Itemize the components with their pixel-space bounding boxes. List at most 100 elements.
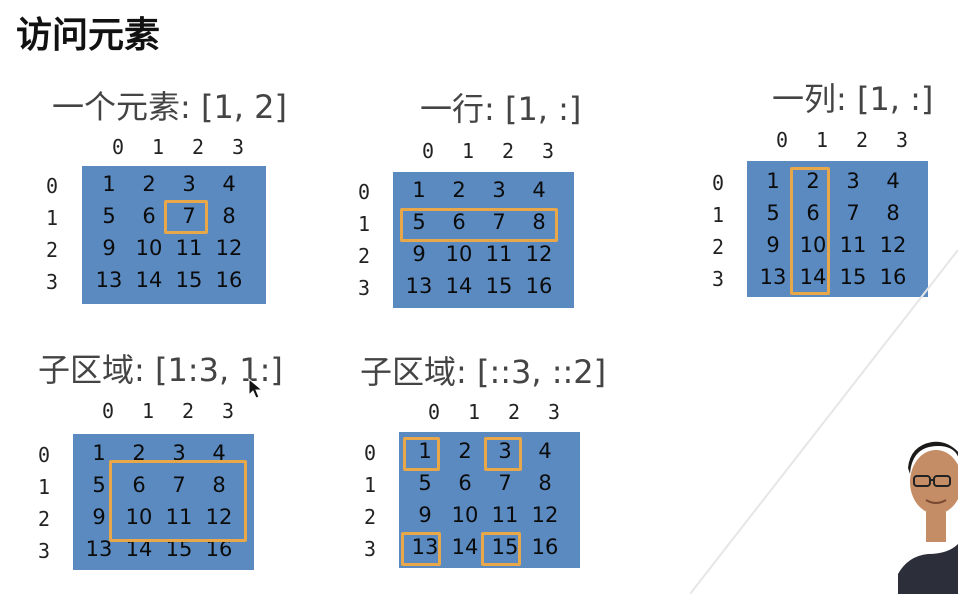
matrix-cell: 2 bbox=[458, 439, 472, 463]
matrix-cell: 2 bbox=[142, 172, 156, 196]
column-index-label: 0 bbox=[101, 399, 115, 423]
column-index-label: 0 bbox=[427, 400, 441, 424]
matrix-cell: 1 bbox=[102, 172, 116, 196]
matrix-cell: 5 bbox=[766, 201, 780, 225]
column-index-label: 1 bbox=[461, 139, 475, 163]
panel-title: 子区域: [1:3, 1:] bbox=[38, 351, 283, 389]
matrix-cell: 2 bbox=[452, 178, 466, 202]
column-index-label: 1 bbox=[141, 399, 155, 423]
matrix-cell: 7 bbox=[172, 473, 186, 497]
matrix-cell: 13 bbox=[95, 268, 123, 292]
matrix-cell: 3 bbox=[182, 172, 196, 196]
column-index-label: 2 bbox=[181, 399, 195, 423]
column-index-label: 3 bbox=[547, 400, 561, 424]
matrix-cell: 11 bbox=[491, 503, 519, 527]
matrix-cell: 3 bbox=[492, 178, 506, 202]
matrix-cell: 12 bbox=[879, 233, 907, 257]
selection-highlight bbox=[403, 437, 440, 471]
selection-highlight bbox=[790, 167, 830, 295]
matrix-cell: 6 bbox=[452, 210, 466, 234]
column-index-label: 1 bbox=[467, 400, 481, 424]
row-index-label: 3 bbox=[357, 276, 371, 300]
column-index-label: 2 bbox=[501, 139, 515, 163]
row-index-label: 0 bbox=[363, 441, 377, 465]
matrix-cell: 1 bbox=[412, 178, 426, 202]
panel-title: 一列: [1, :] bbox=[772, 80, 934, 118]
matrix-cell: 10 bbox=[799, 233, 827, 257]
matrix-cell: 16 bbox=[531, 535, 559, 559]
row-index-label: 3 bbox=[711, 267, 725, 291]
decorative-line bbox=[690, 250, 958, 594]
column-index-label: 2 bbox=[191, 135, 205, 159]
matrix-cell: 5 bbox=[92, 473, 106, 497]
matrix-cell: 6 bbox=[806, 201, 820, 225]
column-index-label: 3 bbox=[541, 139, 555, 163]
presenter-video-thumbnail bbox=[898, 424, 958, 594]
matrix-cell: 15 bbox=[485, 274, 513, 298]
matrix-cell: 13 bbox=[405, 274, 433, 298]
matrix-cell: 9 bbox=[766, 233, 780, 257]
selection-highlight bbox=[401, 532, 441, 566]
matrix-cell: 11 bbox=[165, 505, 193, 529]
panel-title: 一行: [1, :] bbox=[420, 90, 582, 128]
matrix-cell: 8 bbox=[222, 204, 236, 228]
matrix-cell: 14 bbox=[451, 535, 479, 559]
matrix-cell: 10 bbox=[135, 236, 163, 260]
matrix-cell: 15 bbox=[175, 268, 203, 292]
matrix-cell: 7 bbox=[182, 204, 196, 228]
matrix-cell: 14 bbox=[799, 265, 827, 289]
matrix-cell: 1 bbox=[92, 441, 106, 465]
column-index-label: 1 bbox=[151, 135, 165, 159]
matrix-cell: 3 bbox=[846, 169, 860, 193]
matrix-cell: 4 bbox=[222, 172, 236, 196]
matrix-background bbox=[82, 166, 266, 304]
row-index-label: 2 bbox=[45, 238, 59, 262]
row-index-label: 2 bbox=[363, 505, 377, 529]
matrix-cell: 5 bbox=[102, 204, 116, 228]
matrix-cell: 10 bbox=[445, 242, 473, 266]
matrix-background bbox=[747, 161, 928, 297]
matrix-cell: 9 bbox=[102, 236, 116, 260]
matrix-cell: 13 bbox=[411, 535, 439, 559]
row-index-label: 2 bbox=[37, 507, 51, 531]
matrix-cell: 1 bbox=[766, 169, 780, 193]
matrix-cell: 5 bbox=[418, 471, 432, 495]
matrix-cell: 13 bbox=[759, 265, 787, 289]
matrix-cell: 9 bbox=[412, 242, 426, 266]
matrix-cell: 6 bbox=[142, 204, 156, 228]
matrix-cell: 8 bbox=[212, 473, 226, 497]
matrix-cell: 9 bbox=[92, 505, 106, 529]
row-index-label: 3 bbox=[37, 539, 51, 563]
matrix-cell: 6 bbox=[132, 473, 146, 497]
matrix-cell: 16 bbox=[215, 268, 243, 292]
column-index-label: 2 bbox=[507, 400, 521, 424]
matrix-cell: 16 bbox=[525, 274, 553, 298]
matrix-cell: 7 bbox=[492, 210, 506, 234]
matrix-cell: 15 bbox=[839, 265, 867, 289]
row-index-label: 1 bbox=[37, 475, 51, 499]
selection-highlight bbox=[481, 532, 521, 566]
matrix-cell: 11 bbox=[839, 233, 867, 257]
row-index-label: 0 bbox=[37, 443, 51, 467]
column-index-label: 2 bbox=[855, 128, 869, 152]
mouse-pointer-icon bbox=[248, 378, 264, 399]
column-index-label: 3 bbox=[221, 399, 235, 423]
matrix-cell: 4 bbox=[212, 441, 226, 465]
matrix-cell: 12 bbox=[531, 503, 559, 527]
column-index-label: 1 bbox=[815, 128, 829, 152]
matrix-cell: 4 bbox=[532, 178, 546, 202]
panel-title: 子区域: [::3, ::2] bbox=[360, 353, 607, 391]
matrix-cell: 4 bbox=[538, 439, 552, 463]
matrix-cell: 9 bbox=[418, 503, 432, 527]
matrix-cell: 7 bbox=[498, 471, 512, 495]
matrix-cell: 12 bbox=[525, 242, 553, 266]
selection-highlight bbox=[109, 460, 247, 542]
column-index-label: 0 bbox=[775, 128, 789, 152]
row-index-label: 1 bbox=[363, 473, 377, 497]
row-index-label: 0 bbox=[45, 174, 59, 198]
matrix-background bbox=[73, 434, 254, 570]
row-index-label: 2 bbox=[711, 235, 725, 259]
matrix-cell: 8 bbox=[538, 471, 552, 495]
column-index-label: 3 bbox=[895, 128, 909, 152]
row-index-label: 1 bbox=[357, 212, 371, 236]
